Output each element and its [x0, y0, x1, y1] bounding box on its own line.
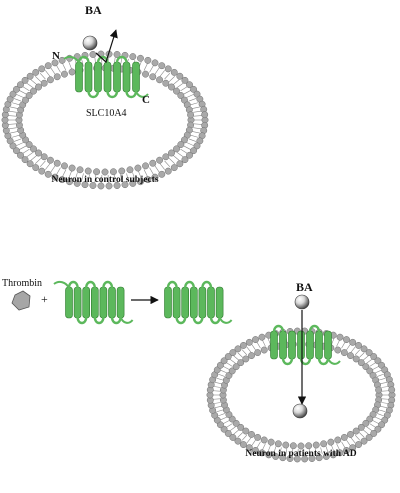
bile-acid-ball-icon-bottom-in — [294, 294, 310, 310]
c-terminus-label: C — [142, 94, 150, 106]
slc10a4-transporter-intact — [63, 55, 149, 99]
slc10a4-channel-open — [270, 324, 341, 366]
plus-sign: + — [41, 292, 48, 306]
control-neuron-label: Neuron in control subjects — [51, 175, 158, 185]
ba-label-bottom: BA — [296, 280, 313, 294]
slc10a4-cleaved — [164, 280, 233, 325]
thrombin-label: Thrombin — [2, 278, 42, 289]
thrombin-hexagon-icon — [11, 290, 31, 311]
ba-exit-arrow-icon — [95, 29, 118, 64]
bile-acid-ball-icon — [82, 35, 98, 51]
n-terminus-label: N — [52, 50, 60, 62]
control-neuron-membrane — [1, 50, 209, 190]
bile-acid-ball-icon-bottom-inside — [292, 403, 308, 419]
slc10a4-free — [53, 280, 134, 325]
protein-label: SLC10A4 — [86, 108, 127, 119]
ad-neuron-label: Neuron in patients with AD — [245, 449, 356, 459]
ba-label-top: BA — [85, 3, 102, 17]
